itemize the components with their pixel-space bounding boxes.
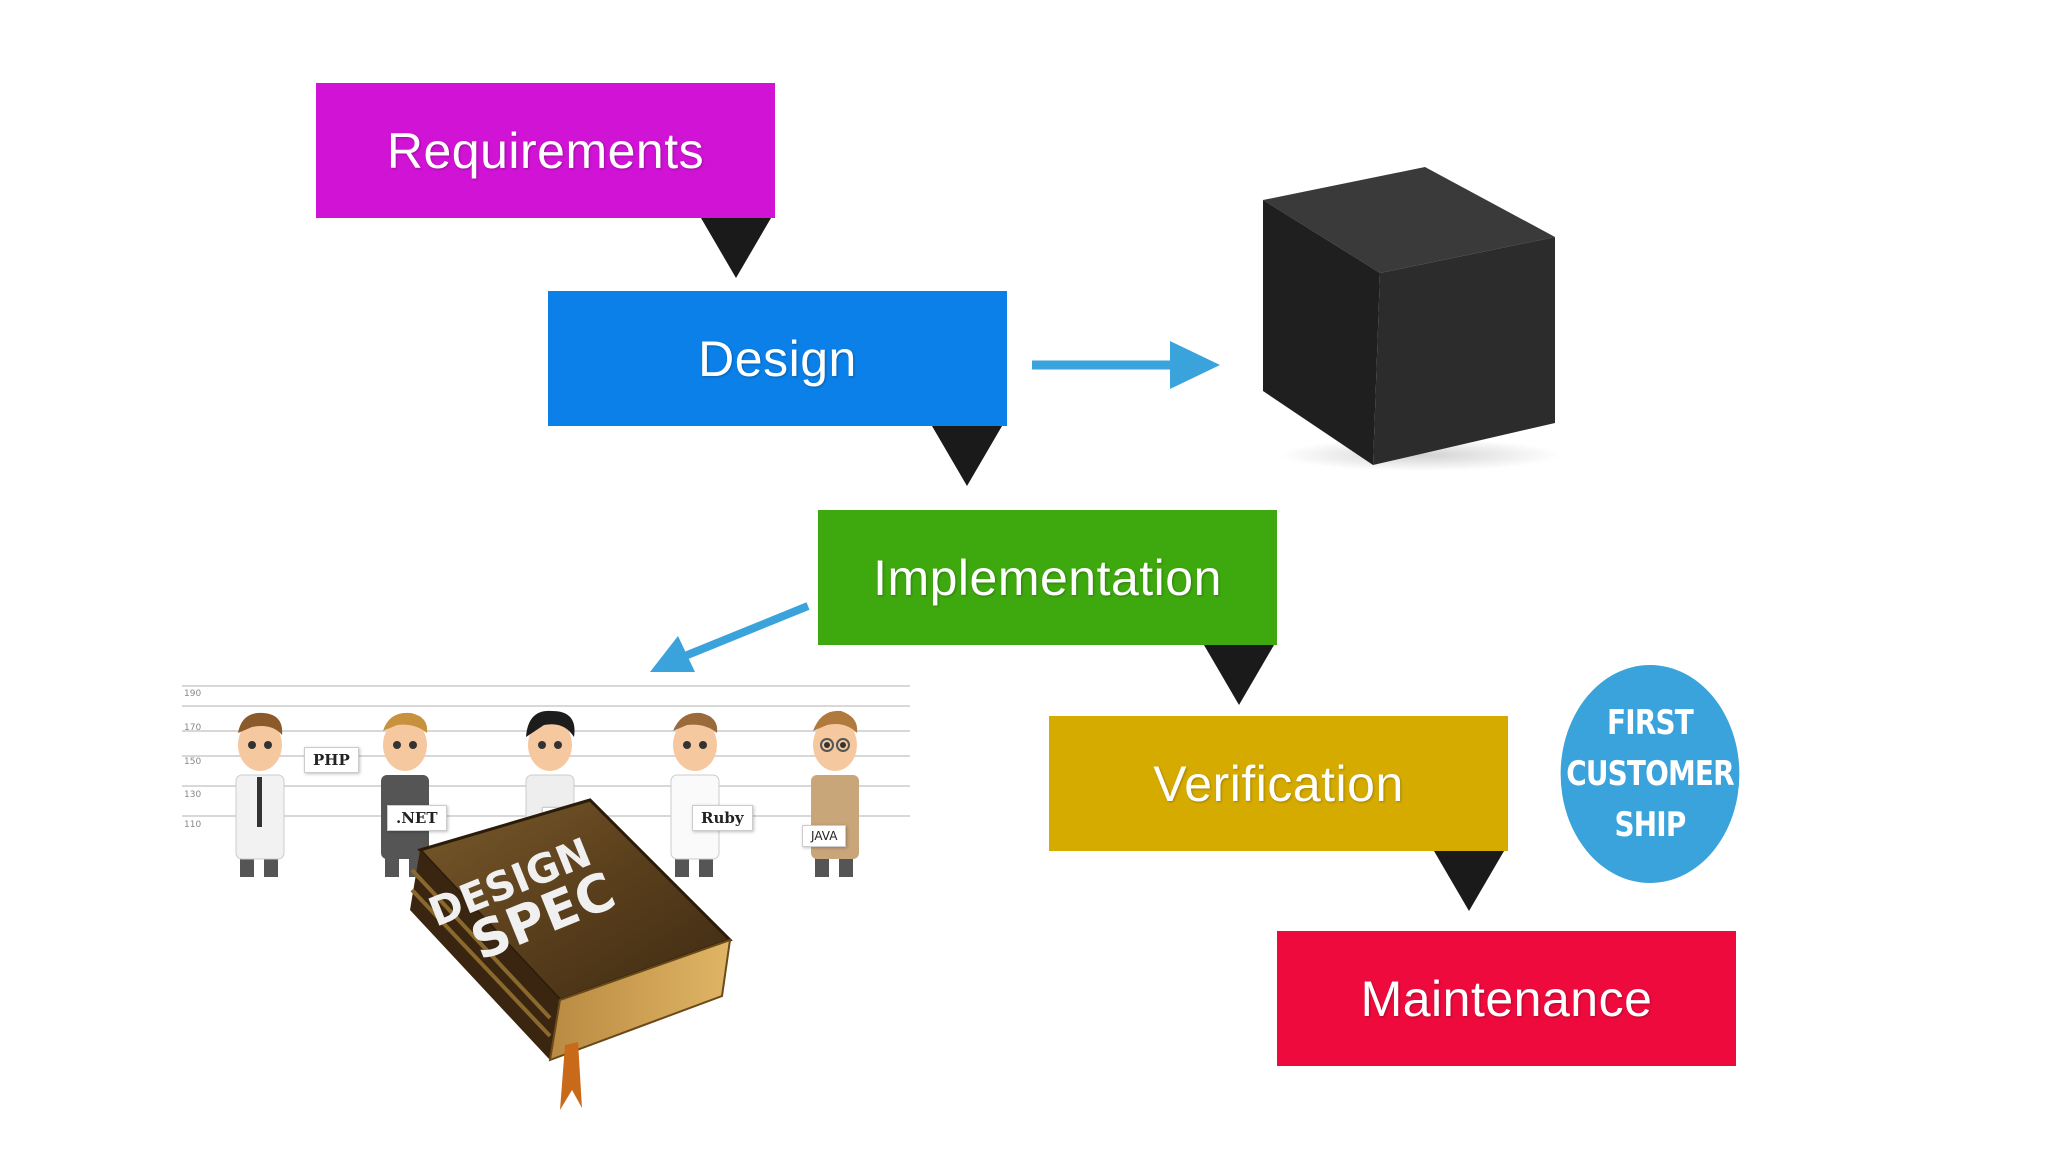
right-arrow-icon bbox=[1032, 341, 1220, 389]
developer-figure bbox=[787, 705, 887, 880]
down-pointer-icon bbox=[1204, 645, 1274, 705]
developer-figure bbox=[212, 705, 312, 880]
stage-requirements-label: Requirements bbox=[386, 122, 705, 179]
stage-requirements: Requirements bbox=[316, 83, 775, 218]
scale-line bbox=[182, 685, 910, 687]
design-spec-book: DESIGN SPEC bbox=[410, 798, 733, 1110]
stage-design-label: Design bbox=[698, 330, 857, 387]
language-sign: PHP bbox=[304, 747, 359, 773]
scale-number: 170 bbox=[184, 723, 202, 733]
down-pointer-icon bbox=[932, 426, 1002, 486]
down-pointer-icon bbox=[701, 218, 771, 278]
badge-line-2: CUSTOMER bbox=[1566, 753, 1734, 794]
scale-number: 130 bbox=[184, 790, 202, 800]
first-customer-ship-badge: FIRST CUSTOMER SHIP bbox=[1560, 665, 1740, 883]
badge-line-3: SHIP bbox=[1614, 804, 1687, 845]
developer-figure bbox=[647, 705, 747, 880]
language-sign: .NET bbox=[387, 805, 447, 831]
black-cube-icon bbox=[1263, 167, 1560, 471]
scale-line bbox=[182, 705, 910, 707]
down-pointer-icon bbox=[1434, 851, 1504, 911]
developer-figure-icon bbox=[235, 712, 285, 877]
scale-number: 150 bbox=[184, 757, 202, 767]
language-sign: JAVA bbox=[802, 825, 847, 847]
stage-maintenance: Maintenance bbox=[1277, 931, 1736, 1066]
developer-figure-icon bbox=[670, 712, 720, 877]
stage-verification-label: Verification bbox=[1153, 755, 1404, 812]
stage-design: Design bbox=[548, 291, 1007, 426]
stage-verification: Verification bbox=[1049, 716, 1508, 851]
developer-figure-icon bbox=[811, 710, 859, 877]
scale-number: 190 bbox=[184, 689, 202, 699]
stage-implementation: Implementation bbox=[818, 510, 1277, 645]
scale-number: 110 bbox=[184, 820, 202, 830]
badge-line-1: FIRST bbox=[1607, 702, 1694, 743]
stage-maintenance-label: Maintenance bbox=[1360, 970, 1653, 1027]
down-left-arrow-icon bbox=[650, 602, 810, 672]
stage-implementation-label: Implementation bbox=[873, 549, 1222, 606]
language-sign: Ruby bbox=[692, 805, 753, 831]
